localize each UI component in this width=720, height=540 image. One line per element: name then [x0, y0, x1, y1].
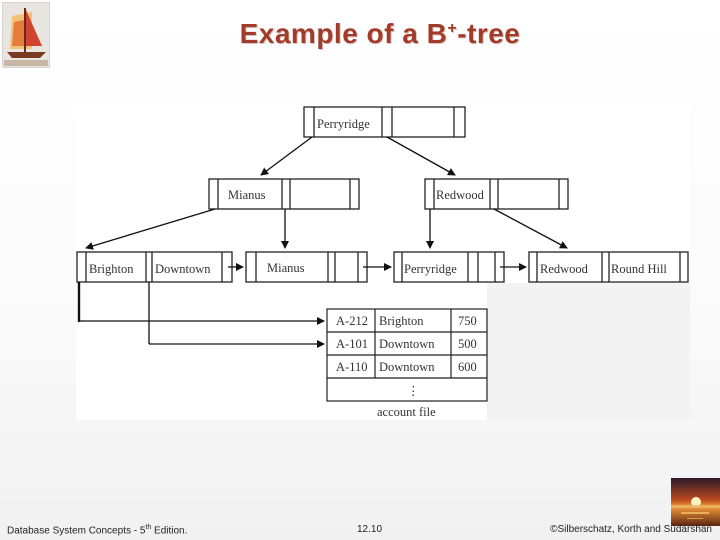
root-key-text: Perryridge [317, 117, 370, 131]
footer-copyright: ©Silberschatz, Korth and Sudarshan [550, 524, 712, 535]
slide-title: Example of a B+-tree [239, 18, 521, 49]
footer-page-number: 12.10 [357, 524, 383, 535]
leaf-1-key-1-text: Brighton [89, 262, 134, 276]
leaf-node-4 [528, 251, 689, 283]
footer-book-title: Database System Concepts - 5th Edition. [7, 524, 188, 537]
leaf-4-key-1-text: Redwood [540, 262, 589, 276]
internal-node-left [208, 178, 360, 210]
record-pointer-arrows [77, 282, 325, 348]
leaf-3-key-1-text: Perryridge [404, 262, 457, 276]
record-2-balance: 500 [458, 337, 477, 351]
internal-right-key-text: Redwood [436, 188, 485, 202]
record-2-account: A-101 [336, 337, 368, 351]
account-file-caption: account file [377, 405, 436, 419]
record-3-account: A-110 [336, 360, 367, 374]
record-ellipsis: ⋮ [407, 384, 420, 398]
tree-pointer-arrows [85, 136, 568, 250]
root-node [303, 106, 466, 138]
record-2-branch: Downtown [379, 337, 435, 351]
record-3-balance: 600 [458, 360, 477, 374]
sailboat-logo-icon [2, 2, 50, 68]
leaf-2-key-1-text: Mianus [267, 261, 305, 275]
record-3-branch: Downtown [379, 360, 435, 374]
leaf-1-key-2-text: Downtown [155, 262, 211, 276]
sunset-icon [671, 478, 720, 526]
record-1-account: A-212 [336, 314, 368, 328]
bplus-tree-diagram: Perryridge Mianus Redwood Brighton Downt… [76, 105, 690, 420]
record-1-branch: Brighton [379, 314, 424, 328]
record-1-balance: 750 [458, 314, 477, 328]
internal-node-right [424, 178, 569, 210]
account-file-table [326, 308, 488, 402]
leaf-4-key-2-text: Round Hill [611, 262, 667, 276]
internal-left-key-text: Mianus [228, 188, 266, 202]
